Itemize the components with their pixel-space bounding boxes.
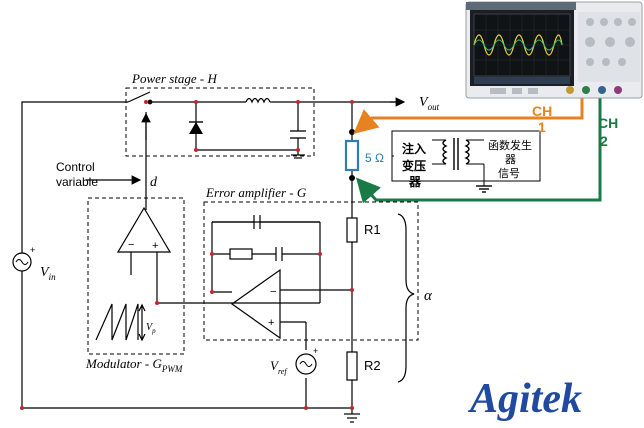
vin-subscript: in [49, 272, 57, 282]
injection-transformer [391, 130, 541, 193]
resistor-5ohm-label: 5 Ω [365, 151, 384, 165]
vin-symbol: V [40, 265, 50, 280]
output-capacitor [290, 130, 306, 139]
ch2-probe-line [356, 88, 602, 204]
svg-text:+: + [30, 245, 35, 255]
error-amplifier-title: Error amplifier - G [205, 185, 307, 200]
resistor-5ohm [344, 139, 360, 172]
power-switch [127, 91, 153, 105]
function-generator-label-1: 函数发生 [488, 138, 532, 152]
vout-subscript: out [428, 102, 440, 112]
function-generator-label-3: 信号 [498, 167, 520, 180]
transformer-label-2: 变压 [402, 158, 426, 173]
alpha-label: α [424, 288, 433, 304]
transformer-label-3: 器 [408, 175, 422, 189]
function-generator-label-2: 器 [505, 153, 516, 166]
svg-text:−: − [128, 239, 134, 251]
vref-source: + [295, 346, 318, 375]
svg-text:+: + [268, 317, 274, 329]
error-amplifier-box [203, 201, 419, 341]
ch2-label-line1: CH [598, 115, 618, 131]
power-stage-title: Power stage - H [131, 71, 217, 86]
modulator-title-main: Modulator - G [85, 356, 162, 371]
vin-label: Vin [40, 265, 56, 282]
vout-symbol: V [419, 95, 429, 110]
vin-source: + [12, 245, 35, 272]
svg-text:−: − [270, 286, 276, 298]
vout-label: Vout [419, 95, 440, 112]
oscilloscope-illustration [465, 1, 643, 99]
control-variable-label-2: variable [56, 175, 98, 189]
ch1-probe-line [353, 88, 584, 134]
modulator-subscript: PWM [161, 364, 183, 374]
r2-label: R2 [364, 358, 381, 373]
duty-label: d [150, 175, 158, 190]
inductor [245, 97, 271, 104]
ch2-label-line2: 2 [600, 133, 608, 149]
control-variable-label-1: Control [56, 160, 95, 174]
ch1-label-line1: CH [532, 103, 552, 119]
power-stage-box [125, 87, 315, 157]
svg-text:+: + [313, 346, 318, 356]
vp-subscript: p [151, 327, 156, 335]
resistor-r2 [346, 351, 358, 381]
brand-logo: Agitek [467, 376, 582, 422]
vp-label: Vp [146, 322, 156, 335]
vref-subscript: ref [278, 367, 288, 376]
resistor-r1 [346, 217, 358, 243]
pwm-comparator: − + [116, 206, 172, 253]
ch1-label-line2: 1 [538, 119, 546, 135]
vref-symbol: V [270, 358, 280, 373]
ground-symbol-main [344, 408, 360, 423]
error-op-amp: − + [230, 268, 281, 340]
sawtooth-ramp [95, 303, 146, 342]
vp-symbol: V [146, 322, 154, 333]
freewheel-diode [189, 121, 203, 134]
transformer-label-1: 注入 [402, 141, 426, 156]
vref-label: Vref [270, 358, 288, 376]
compensation-network [229, 215, 283, 261]
svg-text:+: + [152, 240, 158, 252]
alpha-brace [397, 213, 415, 383]
r1-label: R1 [364, 222, 381, 237]
modulator-title: Modulator - GPWM [85, 356, 183, 374]
node-dots [20, 100, 354, 410]
